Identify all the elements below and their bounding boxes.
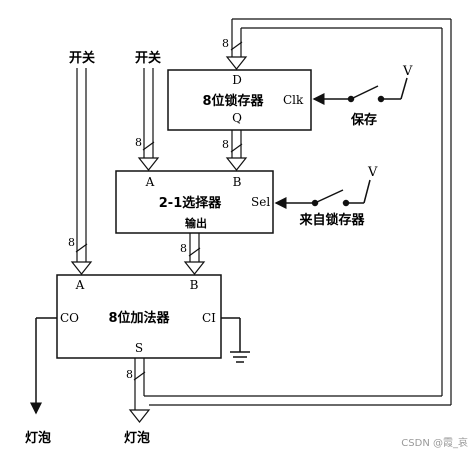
voltage-mid-label: V: [367, 165, 378, 180]
adder-box: [56, 274, 222, 359]
voltage-top-label: V: [402, 64, 413, 79]
lamp-left-label: 灯泡: [25, 430, 51, 446]
save-switch: [312, 77, 408, 105]
latch-box: [167, 69, 312, 131]
selector-title: 2-1选择器: [159, 195, 222, 211]
bus-feedback-loop: [128, 18, 452, 423]
carry-out-wire: [30, 317, 57, 415]
select-switch: [274, 179, 371, 209]
lamp-right-label: 灯泡: [124, 430, 150, 446]
bus-latch-to-selector-b: [225, 130, 248, 171]
switch-mid-label: 开关: [135, 50, 161, 66]
latch-pin-d: D: [232, 73, 242, 87]
bus-switch-to-selector-a: [137, 68, 160, 171]
selector-subtitle: 输出: [185, 216, 207, 230]
selector-pin-a: A: [145, 175, 155, 189]
latch-pin-clk: Clk: [283, 93, 304, 107]
bus-width-label-5: 8: [126, 368, 133, 381]
selector-pin-sel: Sel: [251, 195, 270, 209]
bus-switch-to-adder-a: [70, 68, 93, 275]
adder-pin-co: CO: [60, 311, 79, 325]
bus-width-label-6: 8: [222, 37, 229, 50]
adder-title: 8位加法器: [108, 310, 170, 326]
bus-width-label-2: 8: [135, 136, 142, 149]
bus-width-label-4: 8: [180, 242, 187, 255]
watermark: CSDN @霞_哀: [401, 436, 468, 449]
bus-width-label-3: 8: [222, 138, 229, 151]
selector-box: [115, 170, 274, 234]
selector-pin-b: B: [233, 175, 242, 189]
bus-width-label-1: 8: [68, 236, 75, 249]
adder-pin-a: A: [75, 278, 85, 292]
switch-left-label: 开关: [69, 50, 95, 66]
adder-pin-ci: CI: [202, 311, 216, 325]
adder-pin-b: B: [190, 278, 199, 292]
from-latch-label: 来自锁存器: [298, 212, 365, 228]
latch-title: 8位锁存器: [202, 93, 264, 109]
ground-symbol: [221, 317, 250, 363]
save-label: 保存: [350, 112, 377, 128]
bus-selector-to-adder-b: [183, 233, 206, 275]
latch-pin-q: Q: [232, 111, 242, 125]
adder-pin-s: S: [135, 341, 143, 355]
